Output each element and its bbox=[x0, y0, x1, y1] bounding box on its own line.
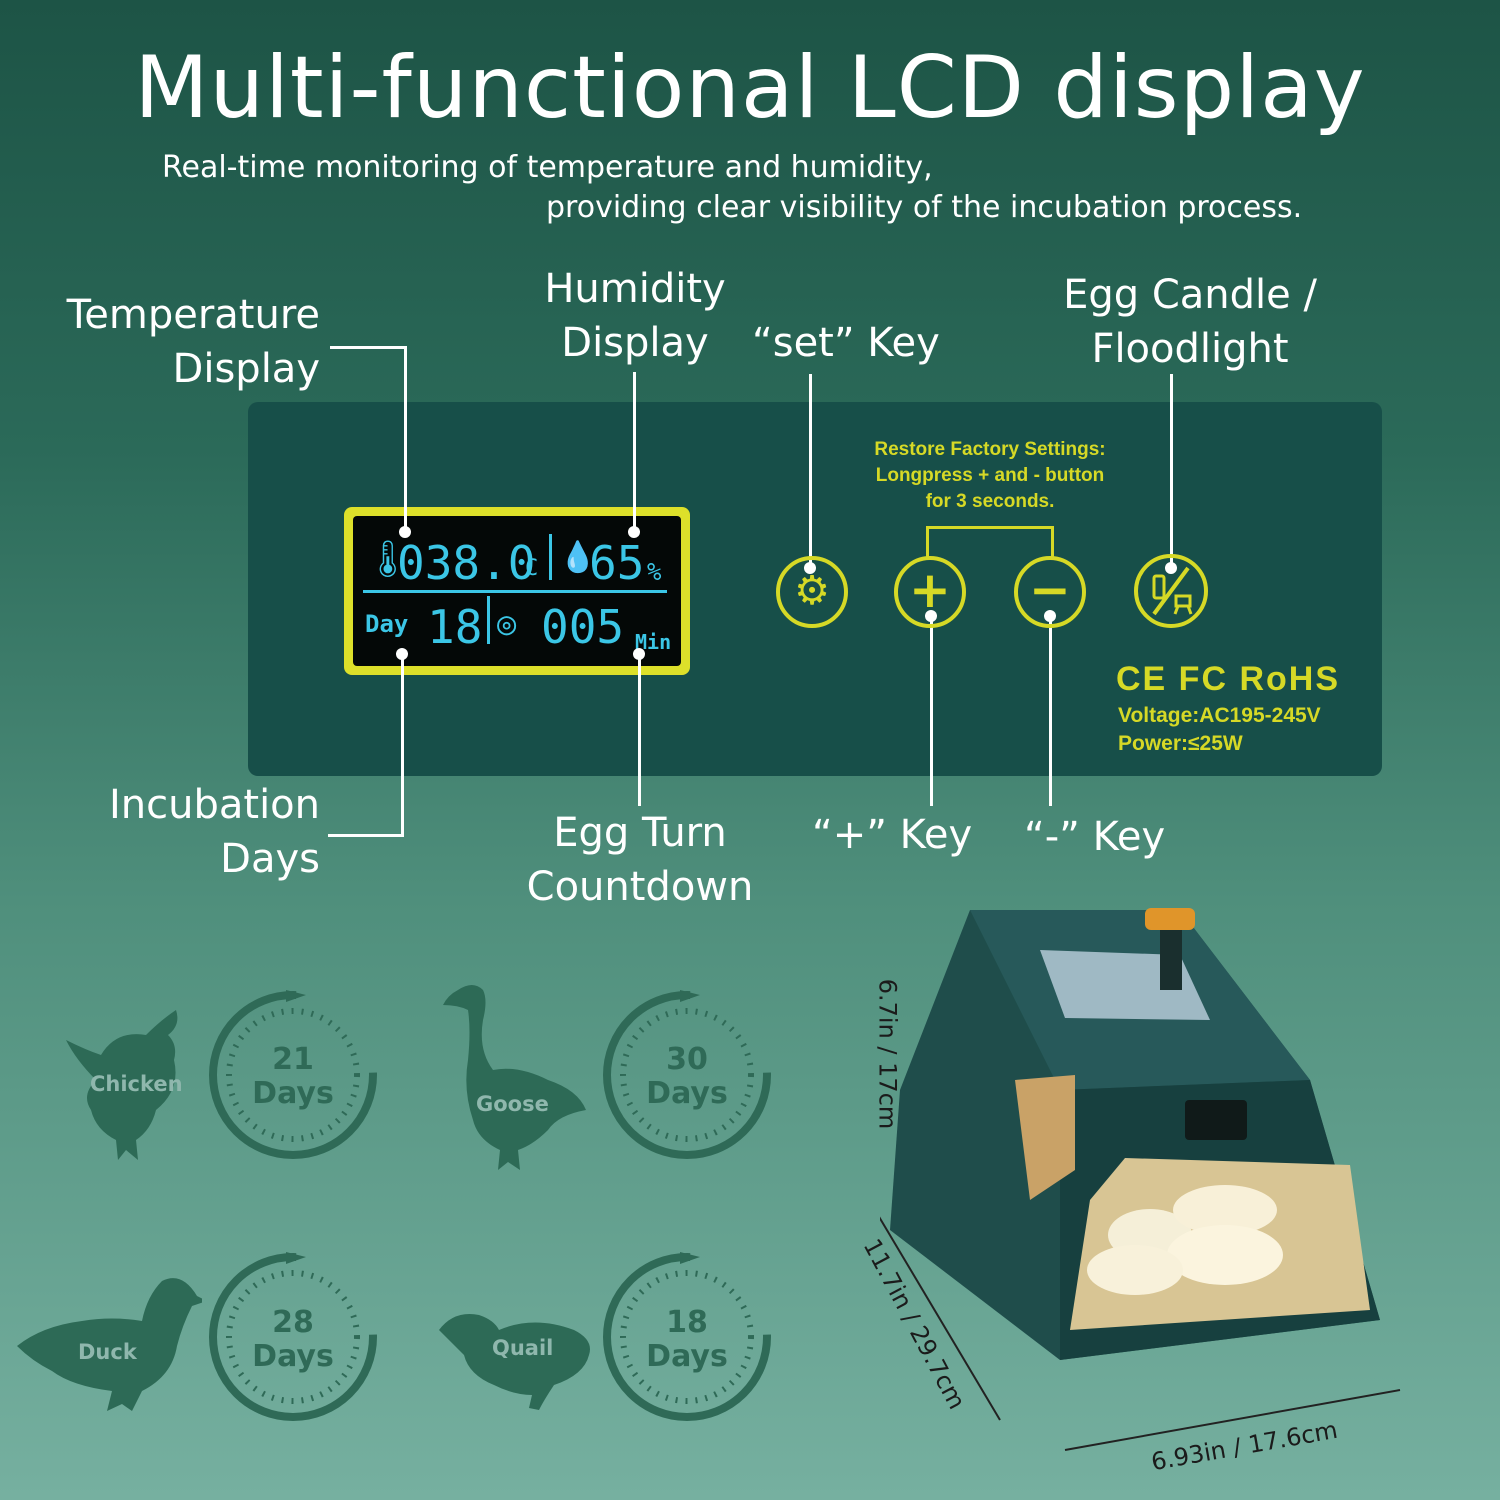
restore-note-line: for 3 seconds. bbox=[925, 491, 1055, 512]
callout-line bbox=[633, 372, 636, 534]
certification-marks: CE FC RoHS bbox=[1116, 660, 1340, 698]
duck-icon bbox=[12, 1266, 207, 1416]
callout-text: Display bbox=[172, 346, 320, 392]
callout-line bbox=[1170, 374, 1173, 570]
page-title: Multi-functional LCD display bbox=[134, 38, 1366, 138]
incubation-timer bbox=[602, 1252, 772, 1422]
callout-dot bbox=[396, 648, 408, 660]
callout-text: Floodlight bbox=[1091, 326, 1289, 372]
callout-line bbox=[638, 654, 641, 806]
callout-text: Days bbox=[220, 836, 320, 882]
plus-key-button[interactable]: + bbox=[894, 556, 966, 628]
incubation-timer bbox=[208, 1252, 378, 1422]
minus-icon: − bbox=[1029, 561, 1071, 619]
quail-icon bbox=[434, 1300, 594, 1420]
chicken-icon bbox=[56, 1000, 186, 1160]
set-key-button[interactable]: ⚙ bbox=[776, 556, 848, 628]
callout-text: Egg Turn bbox=[553, 810, 727, 856]
incubator-product-image bbox=[880, 908, 1401, 1451]
days-number: 28 bbox=[272, 1305, 314, 1340]
lcd-screen: 🌡 038.0 C 💧 65 % Day 18 ◎ 005 Min bbox=[353, 516, 681, 666]
humidity-drop-icon: 💧 bbox=[559, 540, 597, 575]
egg-candle-callout: Egg Candle / Floodlight bbox=[1040, 268, 1340, 376]
restore-note-line: Longpress + and - button bbox=[875, 465, 1105, 486]
goose-icon bbox=[438, 980, 588, 1170]
callout-text: Egg Candle / bbox=[1063, 272, 1317, 318]
callout-line bbox=[328, 834, 404, 837]
callout-line bbox=[404, 346, 407, 532]
height-dimension: 6.7in / 17cm bbox=[873, 978, 902, 1130]
egg-turn-countdown-callout: Egg Turn Countdown bbox=[510, 806, 770, 914]
restore-factory-note: Restore Factory Settings: Longpress + an… bbox=[840, 437, 1140, 515]
species-label: Chicken bbox=[90, 1072, 183, 1096]
lcd-countdown: 005 bbox=[541, 600, 625, 654]
minus-key-callout: “-” Key bbox=[1024, 814, 1166, 860]
days-number: 21 bbox=[272, 1042, 314, 1077]
egg-turn-icon: ◎ bbox=[497, 604, 517, 642]
callout-line bbox=[401, 654, 404, 837]
incubation-timer bbox=[208, 990, 378, 1160]
restore-note-line: Restore Factory Settings: bbox=[874, 439, 1106, 460]
incubation-days-value: 18 Days bbox=[602, 1306, 772, 1374]
callout-line bbox=[330, 346, 406, 349]
species-label: Goose bbox=[476, 1092, 549, 1116]
callout-line bbox=[809, 374, 812, 568]
incubation-timer bbox=[602, 990, 772, 1160]
set-key-callout: “set” Key bbox=[752, 320, 940, 366]
minus-key-button[interactable]: − bbox=[1014, 556, 1086, 628]
days-unit: Days bbox=[646, 1076, 728, 1111]
callout-dot bbox=[633, 648, 645, 660]
egg-candle-button[interactable] bbox=[1134, 554, 1208, 628]
gear-icon: ⚙ bbox=[794, 568, 830, 614]
incubation-days-value: 30 Days bbox=[602, 1043, 772, 1111]
humidity-display-callout: Humidity Display bbox=[520, 262, 750, 370]
species-label: Duck bbox=[78, 1340, 137, 1364]
restore-bracket bbox=[926, 526, 1054, 529]
plus-key-callout: “+” Key bbox=[812, 812, 973, 858]
callout-line bbox=[1049, 616, 1052, 806]
restore-bracket bbox=[926, 526, 929, 558]
callout-text: Display bbox=[561, 320, 709, 366]
lcd-day-label: Day bbox=[365, 610, 409, 638]
lcd-day-value: 18 bbox=[427, 600, 483, 654]
incubation-days-value: 28 Days bbox=[208, 1306, 378, 1374]
lcd-humidity: 65 bbox=[589, 536, 645, 590]
incubation-days-value: 21 Days bbox=[208, 1043, 378, 1111]
callout-text: Temperature bbox=[66, 292, 320, 338]
callout-text: Humidity bbox=[544, 266, 726, 312]
lcd-rule bbox=[363, 590, 667, 593]
lcd-temp-unit: C bbox=[525, 556, 539, 581]
subtitle-line-1: Real-time monitoring of temperature and … bbox=[162, 150, 933, 185]
lcd-temperature: 038.0 bbox=[397, 536, 536, 590]
days-unit: Days bbox=[646, 1339, 728, 1374]
callout-text: Incubation bbox=[108, 782, 320, 828]
temperature-display-callout: Temperature Display bbox=[54, 288, 320, 396]
voltage-label: Voltage:AC195-245V bbox=[1118, 704, 1321, 727]
callout-line bbox=[930, 616, 933, 806]
subtitle-line-2: providing clear visibility of the incuba… bbox=[546, 190, 1303, 225]
plus-icon: + bbox=[909, 561, 951, 619]
thermometer-icon: 🌡 bbox=[365, 539, 411, 580]
days-number: 18 bbox=[666, 1305, 708, 1340]
days-unit: Days bbox=[252, 1339, 334, 1374]
lcd-divider bbox=[487, 596, 490, 644]
lcd-divider bbox=[549, 534, 552, 580]
species-label: Quail bbox=[492, 1336, 554, 1360]
power-label: Power:≤25W bbox=[1118, 732, 1243, 755]
callout-dot bbox=[399, 526, 411, 538]
incubation-days-callout: Incubation Days bbox=[60, 778, 320, 886]
callout-dot bbox=[628, 526, 640, 538]
flashlight-lamp-icon bbox=[1152, 566, 1193, 616]
days-unit: Days bbox=[252, 1076, 334, 1111]
lcd-humidity-unit: % bbox=[647, 558, 662, 586]
restore-bracket bbox=[1051, 526, 1054, 558]
days-number: 30 bbox=[666, 1042, 708, 1077]
callout-text: Countdown bbox=[526, 864, 754, 910]
